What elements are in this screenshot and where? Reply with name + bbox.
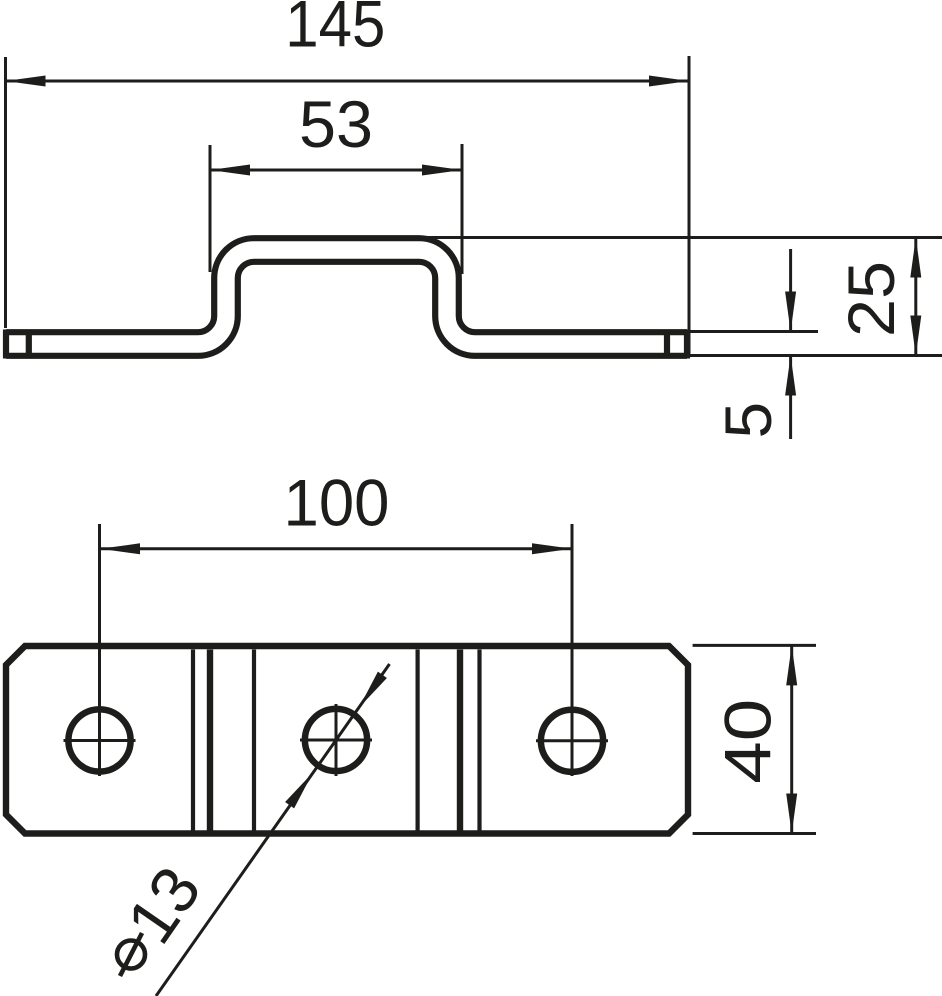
- svg-text:53: 53: [299, 87, 373, 161]
- svg-text:40: 40: [711, 699, 785, 784]
- svg-text:145: 145: [285, 0, 385, 61]
- svg-text:100: 100: [284, 465, 390, 539]
- svg-text:5: 5: [711, 402, 785, 439]
- svg-text:25: 25: [834, 261, 908, 337]
